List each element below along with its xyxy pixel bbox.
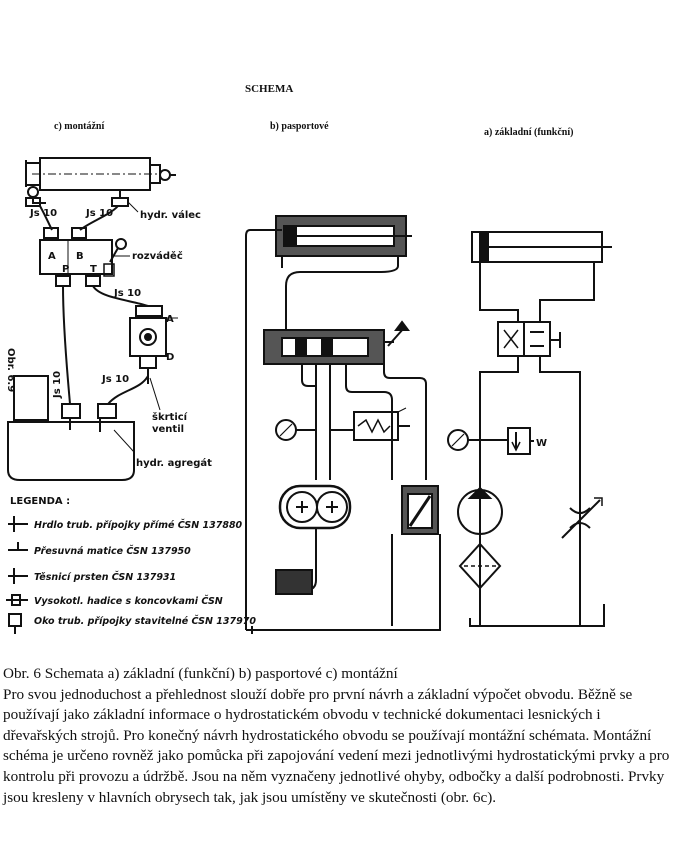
filter-a bbox=[458, 542, 502, 590]
panel-b-drawing bbox=[245, 215, 441, 634]
side-figure-label: Obr. 6.9 bbox=[5, 348, 16, 392]
label-ventil-2: ventil bbox=[152, 424, 184, 435]
label-port-a2: A bbox=[166, 314, 174, 325]
legend-item: Oko trub. přípojky stavitelné ČSN 137970 bbox=[8, 613, 256, 634]
label-ventil-1: škrticí bbox=[152, 411, 188, 423]
label-js10-v2: Js 10 bbox=[101, 374, 129, 385]
figure-caption: Obr. 6 Schemata a) základní (funkční) b)… bbox=[3, 664, 671, 808]
label-port-t: T bbox=[90, 264, 97, 275]
panel-a-drawing: W bbox=[447, 231, 612, 627]
legend: LEGENDA : Hrdlo trub. přípojky přímé ČSN… bbox=[6, 496, 256, 634]
caption-title: Obr. 6 Schemata a) základní (funkční) b)… bbox=[3, 665, 398, 682]
label-js10-mid: Js 10 bbox=[85, 208, 113, 219]
panel-c-drawing: hydr. válec Js 10 Js 10 A B P T rozváděč bbox=[7, 157, 212, 481]
label-hydr-valec: hydr. válec bbox=[140, 209, 201, 221]
hydraulic-schematic-figure: SCHEMA c) montážní b) pasportové a) zákl… bbox=[5, 83, 612, 634]
legend-item: Těsnicí prsten ČSN 137931 bbox=[8, 568, 176, 584]
label-port-a: A bbox=[48, 251, 56, 262]
suction-filter-b bbox=[275, 569, 313, 595]
label-port-p: P bbox=[62, 264, 69, 275]
pump-b bbox=[278, 484, 352, 530]
label-js10-right: Js 10 bbox=[113, 288, 141, 299]
hydr-agregat-c bbox=[7, 421, 135, 481]
panel-c-title: c) montážní bbox=[54, 121, 104, 132]
relief-valve-a bbox=[507, 427, 531, 455]
panel-a-title: a) základní (funkční) bbox=[484, 127, 573, 138]
label-port-b: B bbox=[76, 251, 84, 262]
label-port-d: D bbox=[166, 352, 174, 363]
svg-text:Hrdlo trub. přípojky přímé ČSN: Hrdlo trub. přípojky přímé ČSN 137880 bbox=[34, 520, 243, 531]
legend-item: Přesuvná matice ČSN 137950 bbox=[8, 542, 191, 557]
svg-text:Těsnicí prsten ČSN 137931: Těsnicí prsten ČSN 137931 bbox=[34, 572, 176, 583]
legend-item: Vysokotl. hadice s koncovkami ČSN bbox=[6, 594, 223, 607]
panel-b-title: b) pasportové bbox=[270, 121, 329, 132]
figure-title: SCHEMA bbox=[245, 83, 293, 95]
motor-c bbox=[13, 375, 49, 421]
label-rozvadec: rozváděč bbox=[132, 250, 183, 262]
legend-item: Hrdlo trub. přípojky přímé ČSN 137880 bbox=[8, 516, 243, 532]
svg-text:Přesuvná matice ČSN 137950: Přesuvná matice ČSN 137950 bbox=[34, 546, 191, 557]
label-js10-v1: Js 10 bbox=[52, 371, 63, 399]
svg-text:Vysokotl. hadice s koncovkami: Vysokotl. hadice s koncovkami ČSN bbox=[34, 596, 223, 607]
svg-text:Oko trub. přípojky stavitelné: Oko trub. přípojky stavitelné ČSN 137970 bbox=[34, 616, 256, 627]
legend-title: LEGENDA : bbox=[10, 496, 70, 507]
label-w: W bbox=[536, 438, 547, 449]
label-agregat: hydr. agregát bbox=[136, 457, 212, 469]
caption-body: Pro svou jednoduchost a přehlednost slou… bbox=[3, 685, 670, 806]
